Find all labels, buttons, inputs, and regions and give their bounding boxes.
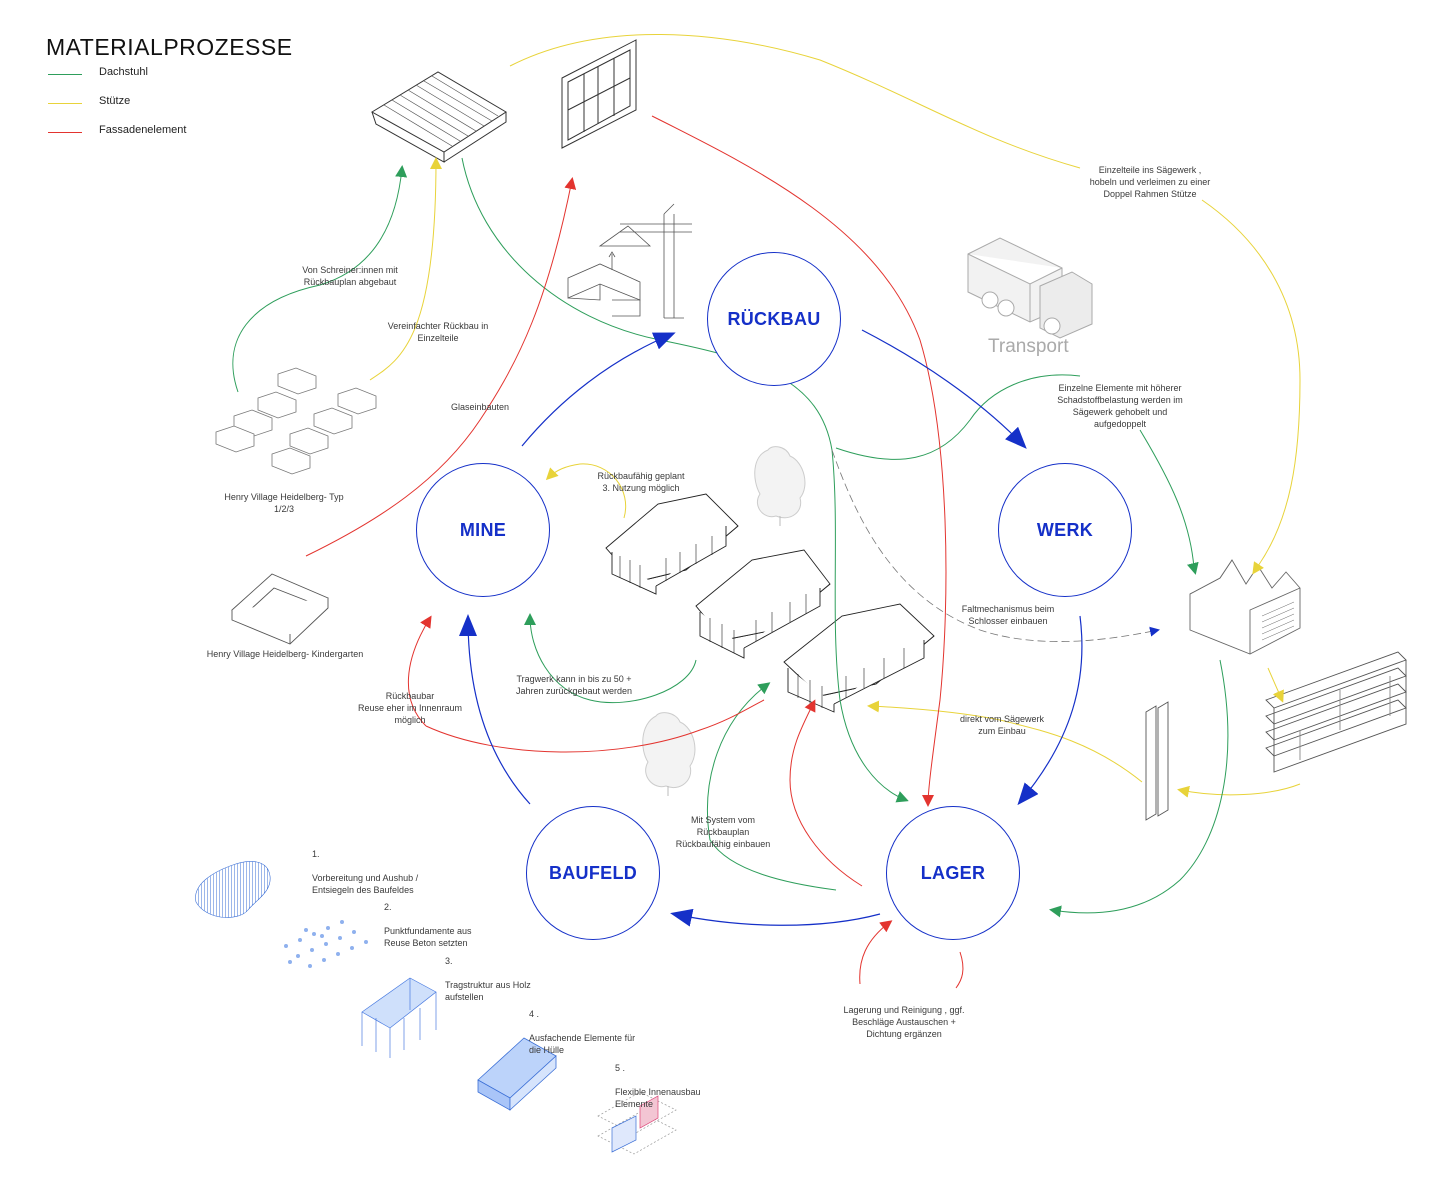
yellow-arrow-top-loop [509, 34, 1301, 567]
green-arrow-werk-loop [835, 374, 1195, 569]
step-5: 5 . Flexible Innenausbau Elemente [615, 1050, 745, 1122]
legend-label: Stütze [99, 95, 131, 107]
node-rueckbau: RÜCKBAU [707, 252, 841, 386]
annotation-einzelne-elemente: Einzelne Elemente mit höherer Schadstoff… [1057, 383, 1183, 429]
node-werk: WERK [998, 463, 1132, 597]
step-text: Tragstruktur aus Holz aufstellen [445, 980, 531, 1002]
step-number: 5 . [615, 1063, 626, 1073]
tree-illustration [642, 446, 806, 796]
annotation-schreiner: Von Schreiner:innen mit Rückbauplan abge… [302, 265, 398, 287]
green-arrow-to-mine-from-building [524, 613, 697, 704]
blue-arrow-mine-to-rueckbau [521, 332, 676, 447]
green-arrow-sawmill-to-lager [1049, 659, 1229, 918]
step-number: 2. [384, 902, 392, 912]
legend-line-yellow [48, 103, 82, 104]
step-text: Ausfachende Elemente für die Hülle [529, 1033, 636, 1055]
facade-element-illustration [561, 39, 637, 149]
step5-interior-illustration [597, 1091, 677, 1155]
blue-arrow-rueckbau-to-werk [861, 329, 1027, 449]
step-text: Vorbereitung und Aushub / Entsiegeln des… [312, 873, 419, 895]
roof-illustration [371, 71, 507, 163]
step-number: 3. [445, 956, 453, 966]
blue-arrow-werk-to-lager [1017, 615, 1083, 806]
blue-arrow-baufeld-to-mine [459, 614, 531, 805]
annotation-vereinfacht: Vereinfachter Rückbau in Einzelteile [387, 321, 489, 343]
annotation-lagerung: Lagerung und Reinigung , ggf. Beschläge … [843, 1005, 965, 1039]
green-arrow-to-roof [232, 165, 408, 393]
legend-item-stuetze: Stütze [48, 95, 248, 111]
annotation-direkt: direkt vom Sägewerk zum Einbau [959, 714, 1045, 736]
node-baufeld: BAUFELD [526, 806, 660, 940]
step-number: 1. [312, 849, 320, 859]
annotation-henry-kindergarten: Henry Village Heidelberg- Kindergarten [206, 649, 364, 659]
step2-foundations-illustration [284, 920, 368, 968]
red-arrow-mine-to-building [425, 699, 765, 753]
pavilion-building-2 [695, 549, 831, 659]
blue-flows [459, 329, 1160, 927]
legend-item-fassadenelement: Fassadenelement [48, 124, 248, 140]
kindergarten-illustration [231, 573, 329, 645]
red-arrow-lager-loop [859, 920, 893, 985]
red-arrow-facade-to-lager [651, 115, 947, 807]
henry-village-houses-illustration [215, 367, 377, 475]
step-2: 2. Punktfundamente aus Reuse Beton setzt… [384, 889, 524, 961]
green-arrow-lager-to-building [707, 682, 837, 891]
legend-line-green [48, 74, 82, 75]
node-label-rueckbau: RÜCKBAU [727, 308, 821, 329]
step-text: Flexible Innenausbau Elemente [615, 1087, 701, 1109]
red-arrow-to-mine [408, 615, 432, 727]
red-arrow-kiga-to-facade [305, 177, 577, 557]
annotation-glaseinbauten: Glaseinbauten [450, 402, 510, 412]
node-label-mine: MINE [459, 519, 507, 540]
crane-illustration [567, 203, 692, 319]
annotation-henry-typ: Henry Village Heidelberg- Typ 1/2/3 [224, 492, 344, 514]
blue-arrow-lager-to-baufeld [670, 908, 881, 927]
annotation-rueckbaubar: Rückbaubar Reuse eher im Innenraum mögli… [357, 691, 463, 725]
pavilion-building-1 [605, 493, 739, 595]
yellow-arrow-to-mine [545, 463, 627, 519]
legend-label: Dachstuhl [99, 66, 148, 78]
step-text: Punktfundamente aus Reuse Beton setzten [384, 926, 472, 948]
green-flows [232, 157, 1229, 918]
node-mine: MINE [416, 463, 550, 597]
annotation-tragwerk: Tragwerk kann in bis zu 50 + Jahren zurü… [515, 674, 633, 696]
pavilion-building-3 [783, 603, 935, 713]
step-3: 3. Tragstruktur aus Holz aufstellen [445, 943, 585, 1015]
step4-envelope-illustration [477, 1037, 557, 1111]
node-label-baufeld: BAUFELD [548, 862, 638, 883]
step-number: 4 . [529, 1009, 540, 1019]
page-title: MATERIALPROZESSE [46, 34, 293, 60]
double-column-illustration [1145, 701, 1169, 821]
red-flows [305, 115, 964, 989]
legend-label: Fassadenelement [99, 124, 187, 136]
step1-site-illustration [195, 861, 271, 918]
yellow-arrow-to-roof [369, 157, 442, 381]
node-label-lager: LAGER [920, 862, 986, 883]
yellow-arrow-planks-to-column [1177, 783, 1301, 798]
yellow-arrow-column-to-building [867, 700, 1143, 783]
truck-illustration [967, 237, 1093, 339]
legend-line-red [48, 132, 82, 133]
node-label-werk: WERK [1036, 519, 1094, 540]
step-1: 1. Vorbereitung und Aushub / Entsiegeln … [312, 836, 472, 908]
annotation-rueckbaufaehig: Rückbaufähig geplant 3. Nutzung möglich [597, 471, 685, 493]
yellow-flows [369, 34, 1301, 798]
timber-planks-illustration [1265, 651, 1407, 773]
red-arrow-lager-to-building [789, 699, 863, 887]
green-arrow-roof-to-lager [461, 157, 909, 803]
step-4: 4 . Ausfachende Elemente für die Hülle [529, 996, 679, 1068]
sawmill-building-illustration [1189, 559, 1301, 655]
yellow-arrow-sawmill-to-planks [1267, 667, 1284, 703]
transport-label: Transport [988, 336, 1069, 357]
node-lager: LAGER [886, 806, 1020, 940]
legend-item-dachstuhl: Dachstuhl [48, 66, 248, 82]
annotation-einzelteile: Einzelteile ins Sägewerk , hobeln und ve… [1089, 165, 1211, 199]
blue-dashed-arrow-to-sawmill [831, 449, 1160, 642]
step3-structure-illustration [361, 977, 437, 1058]
annotation-mit-system: Mit System vom Rückbauplan Rückbaufähig … [675, 815, 771, 849]
annotation-faltmechanismus: Faltmechanismus beim Schlosser einbauen [961, 604, 1055, 626]
